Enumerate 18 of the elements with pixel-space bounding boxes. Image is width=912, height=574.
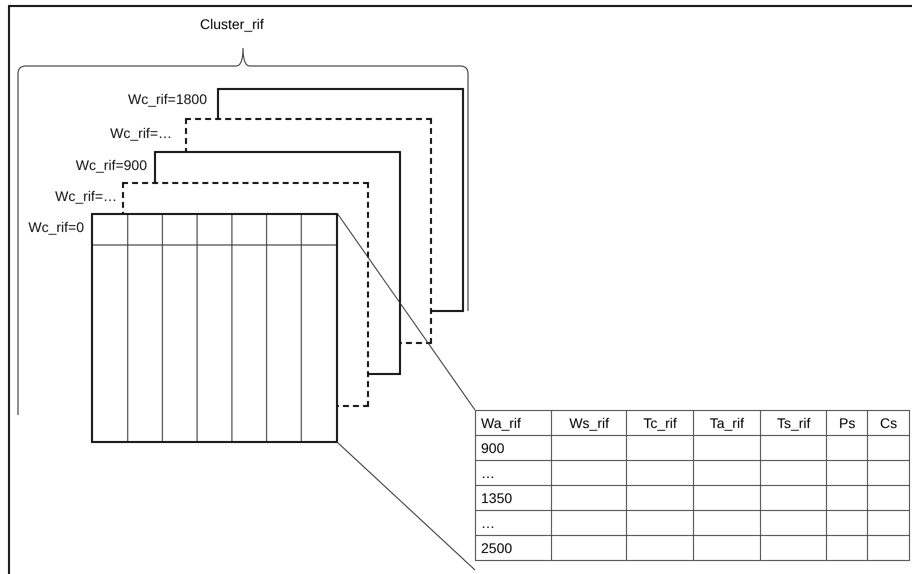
column-header: Wa_rif [476,410,552,436]
table-cell: … [476,460,552,486]
column-header: Ws_rif [551,410,627,436]
brace-label: Cluster_rif [200,16,264,32]
column-header: Cs [868,410,910,436]
column-header: Ts_rif [760,410,827,436]
sheet-label: Wc_rif=900 [76,157,147,173]
sheet-label: Wc_rif=1800 [128,91,207,107]
table-cell: … [476,510,552,536]
sheet-label: Wc_rif=… [110,125,172,141]
column-header: Tc_rif [626,410,694,436]
column-header: Ps [826,410,868,436]
column-header: Ta_rif [693,410,761,436]
table-cell: 1350 [476,486,552,510]
sheet-label: Wc_rif=… [55,188,117,204]
table-cell: 2500 [476,536,552,560]
table-cell: 900 [476,436,552,460]
sheet-label: Wc_rif=0 [28,219,84,235]
